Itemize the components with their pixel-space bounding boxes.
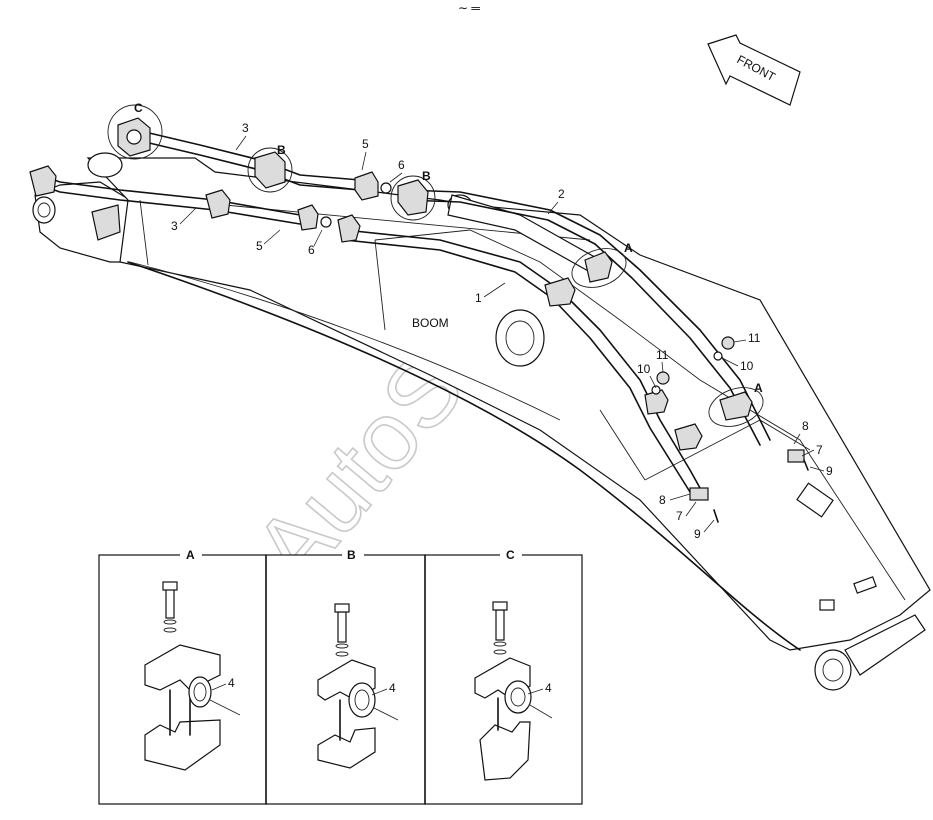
part-11-right: 11 [748, 331, 761, 345]
callout-circle-b-mid [247, 147, 293, 193]
panel-b-title: B [347, 548, 356, 562]
callout-circle-a-upper [571, 248, 627, 288]
detail-c-assembly [474, 601, 553, 781]
part-7-right: 7 [816, 443, 823, 457]
part-10-left: 10 [637, 362, 651, 376]
callout-circle-c [107, 104, 163, 160]
plug-group [651, 336, 809, 523]
clamp-left-lower [29, 165, 231, 219]
callout-b-mid: B [277, 143, 286, 157]
panel-a-title: A [186, 548, 195, 562]
flange-lower [297, 204, 361, 243]
part-6-lower: 6 [308, 243, 315, 257]
flange-5a [354, 171, 392, 201]
front-arrow: FRONT [707, 34, 801, 106]
part-11-left: 11 [656, 348, 669, 362]
detail-a-assembly [144, 581, 241, 771]
part-1: 1 [475, 291, 482, 305]
top-mark: ∼ ═ [458, 1, 480, 15]
callout-circle-b-right [390, 175, 436, 221]
part-9-left: 9 [694, 527, 701, 541]
detail-b-assembly [317, 603, 399, 769]
part-8-left: 8 [659, 493, 666, 507]
part-4-panel-a: 4 [228, 676, 235, 690]
clamp-a-upper [584, 251, 613, 283]
clamp-b-mid [254, 151, 286, 189]
clamp-b-right [397, 179, 429, 216]
part-8-right: 8 [802, 419, 809, 433]
boom-body [32, 152, 931, 691]
callout-a-upper: A [624, 241, 633, 255]
part-5-lower: 5 [256, 239, 263, 253]
part-2: 2 [558, 187, 565, 201]
part-labels: 1 2 3 3 5 5 6 6 7 7 8 8 9 9 10 10 11 11 [171, 121, 833, 541]
callout-circle-a-lower [708, 387, 764, 427]
clamp-c [117, 117, 151, 157]
part-5-upper: 5 [362, 137, 369, 151]
part-3-lower: 3 [171, 219, 178, 233]
pipe-1 [344, 229, 701, 493]
clamp-a-lower [719, 391, 753, 421]
boom-label: BOOM [412, 316, 449, 330]
pipe-2 [404, 189, 771, 446]
callout-c: C [134, 101, 143, 115]
part-3-upper: 3 [242, 121, 249, 135]
part-10-right: 10 [740, 359, 754, 373]
part-9-right: 9 [826, 464, 833, 478]
callout-a-lower: A [754, 381, 763, 395]
part-6-upper: 6 [398, 158, 405, 172]
clamp-mid-pipe1 [544, 277, 703, 451]
callout-b-right: B [422, 169, 431, 183]
panel-c-title: C [506, 548, 515, 562]
part-4-panel-c: 4 [545, 681, 552, 695]
part-7-left: 7 [676, 509, 683, 523]
part-4-panel-b: 4 [389, 681, 396, 695]
